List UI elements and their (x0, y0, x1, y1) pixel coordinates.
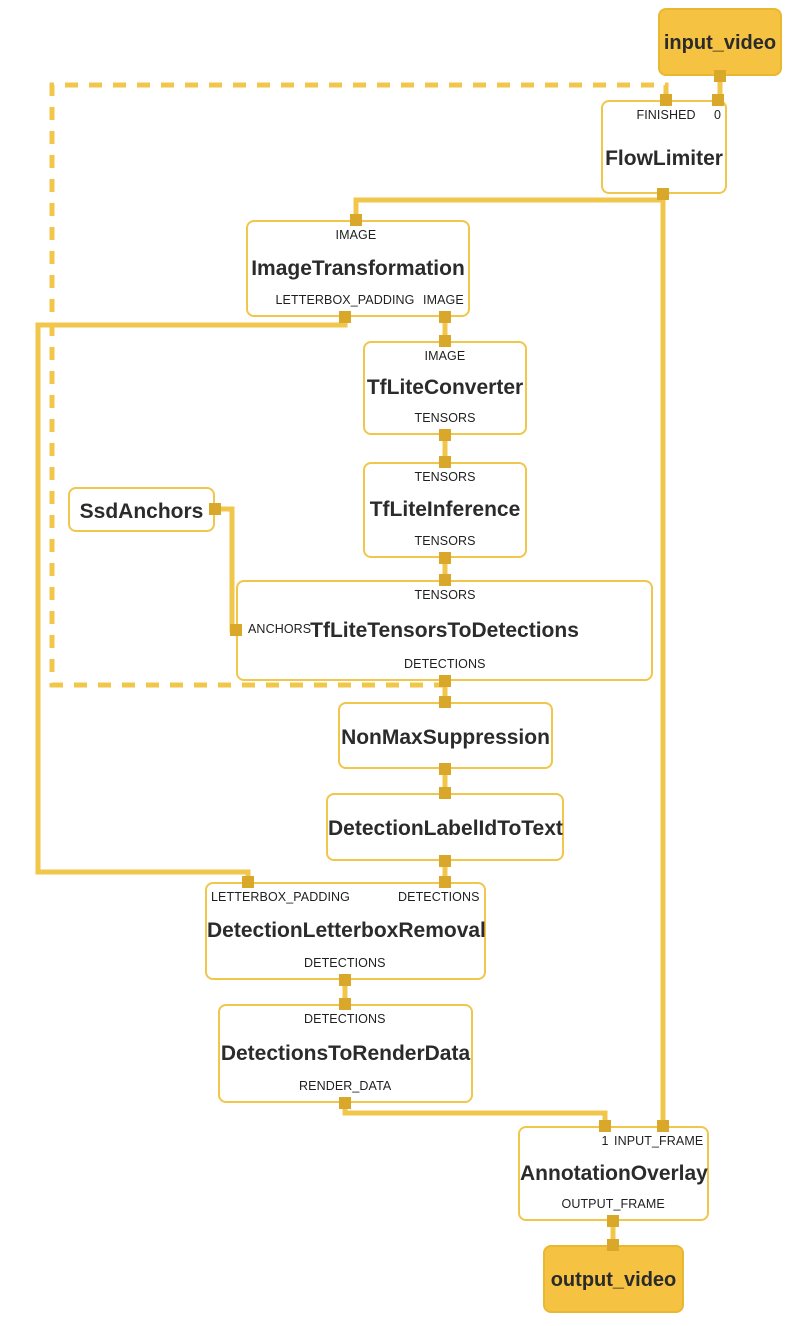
node-port[interactable] (350, 214, 362, 226)
node-port[interactable] (230, 624, 242, 636)
port-label: DETECTIONS (304, 1012, 386, 1026)
port-label: OUTPUT_FRAME (561, 1197, 665, 1211)
graph-node-AnnotationOverlay[interactable]: AnnotationOverlay (518, 1126, 709, 1221)
node-port[interactable] (339, 998, 351, 1010)
node-port[interactable] (439, 696, 451, 708)
graph-node-SsdAnchors[interactable]: SsdAnchors (68, 487, 215, 532)
port-label: DETECTIONS (404, 657, 486, 671)
node-port[interactable] (339, 1097, 351, 1109)
node-title: DetectionLetterboxRemoval (207, 919, 486, 942)
port-label: IMAGE (424, 349, 466, 363)
node-port[interactable] (439, 456, 451, 468)
port-label: TENSORS (414, 411, 476, 425)
node-port[interactable] (439, 429, 451, 441)
port-label: 0 (714, 108, 722, 122)
graph-node-output_video[interactable]: output_video (543, 1245, 684, 1313)
graph-node-input_video[interactable]: input_video (658, 8, 782, 76)
graph-node-NonMaxSuppression[interactable]: NonMaxSuppression (338, 702, 553, 769)
node-title: ImageTransformation (251, 256, 465, 280)
port-label: TENSORS (414, 588, 476, 602)
graph-edge (35, 320, 348, 888)
node-title: FlowLimiter (605, 147, 723, 170)
node-port[interactable] (209, 503, 221, 515)
port-label: RENDER_DATA (299, 1079, 392, 1093)
port-label: DETECTIONS (304, 956, 386, 970)
graph-node-DetectionLetterboxRemoval[interactable]: DetectionLetterboxRemoval (205, 882, 486, 980)
node-title: DetectionsToRenderData (220, 1041, 471, 1065)
port-label: IMAGE (335, 228, 377, 242)
node-port[interactable] (607, 1239, 619, 1251)
node-title: output_video (550, 1269, 677, 1291)
graph-node-TfLiteInference[interactable]: TfLiteInference (363, 462, 527, 558)
node-title: TfLiteTensorsToDetections (310, 618, 579, 642)
port-label: LETTERBOX_PADDING (275, 293, 415, 307)
node-title: SsdAnchors (79, 499, 204, 523)
node-port[interactable] (439, 876, 451, 888)
node-title: TfLiteInference (369, 498, 521, 521)
node-title: AnnotationOverlay (520, 1161, 708, 1185)
node-port[interactable] (607, 1215, 619, 1227)
node-port[interactable] (439, 574, 451, 586)
node-port[interactable] (439, 311, 451, 323)
port-label: TENSORS (414, 470, 476, 484)
node-port[interactable] (439, 787, 451, 799)
port-label: LETTERBOX_PADDING (211, 890, 350, 904)
node-port[interactable] (439, 675, 451, 687)
node-port[interactable] (439, 552, 451, 564)
node-port[interactable] (439, 855, 451, 867)
node-title: TfLiteConverter (366, 376, 524, 399)
node-port[interactable] (657, 1120, 669, 1132)
graph-node-TfLiteConverter[interactable]: TfLiteConverter (363, 341, 527, 435)
node-port[interactable] (439, 763, 451, 775)
node-port[interactable] (339, 311, 351, 323)
port-label: 1 (601, 1134, 609, 1148)
port-label: INPUT_FRAME (614, 1134, 704, 1148)
node-port[interactable] (242, 876, 254, 888)
port-label: ANCHORS (248, 622, 312, 636)
node-port[interactable] (657, 188, 669, 200)
node-title: input_video (663, 32, 777, 54)
node-title: DetectionLabelIdToText (328, 817, 563, 840)
port-label: FINISHED (636, 108, 696, 122)
graph-node-DetectionsToRenderData[interactable]: DetectionsToRenderData (218, 1004, 473, 1103)
graph-node-ImageTransformation[interactable]: ImageTransformation (246, 220, 470, 317)
node-port[interactable] (339, 974, 351, 986)
port-label: DETECTIONS (398, 890, 480, 904)
graph-node-DetectionLabelIdToText[interactable]: DetectionLabelIdToText (326, 793, 564, 861)
port-label: TENSORS (414, 534, 476, 548)
node-port[interactable] (599, 1120, 611, 1132)
node-title: NonMaxSuppression (341, 725, 550, 749)
node-port[interactable] (712, 94, 724, 106)
node-port[interactable] (660, 94, 672, 106)
node-port[interactable] (439, 335, 451, 347)
node-port[interactable] (714, 70, 726, 82)
port-label: IMAGE (423, 293, 464, 307)
